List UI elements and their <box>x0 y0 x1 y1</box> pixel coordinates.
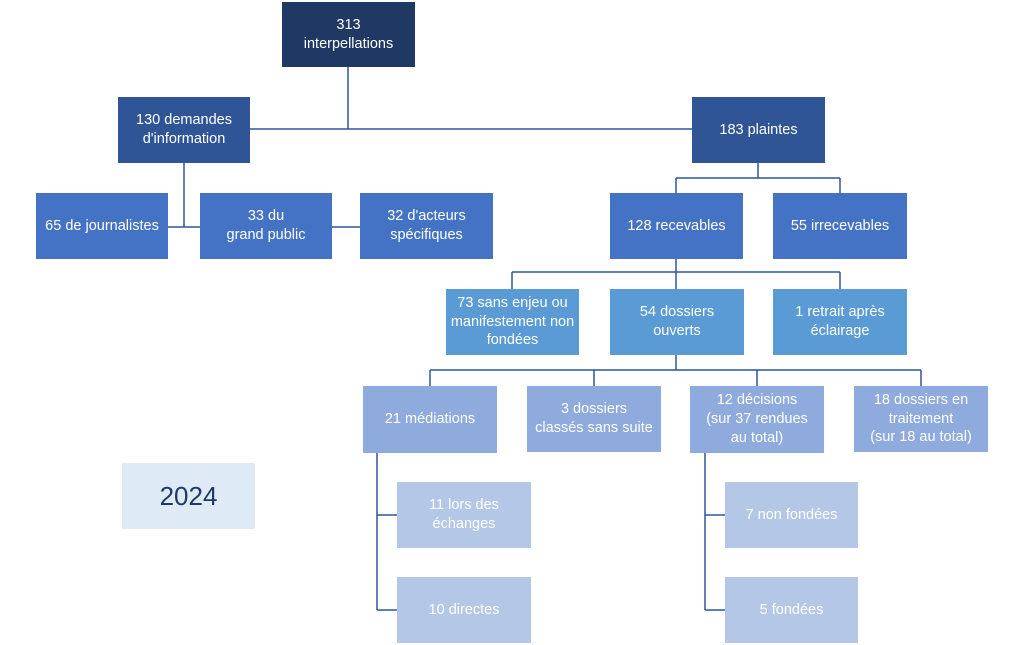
node-en-traitement: 18 dossiers en traitement (sur 18 au tot… <box>854 386 988 452</box>
node-dossiers-ouverts: 54 dossiers ouverts <box>610 289 744 355</box>
node-mediations: 21 médiations <box>363 386 497 453</box>
node-plaintes: 183 plaintes <box>692 97 825 163</box>
node-acteurs-specifiques: 32 d'acteurs spécifiques <box>360 193 493 259</box>
node-irrecevables: 55 irrecevables <box>773 193 907 259</box>
node-interpellations: 313 interpellations <box>282 2 415 67</box>
node-sans-enjeu: 73 sans enjeu ou manifestement non fondé… <box>446 289 579 355</box>
node-directes: 10 directes <box>397 577 531 643</box>
node-demandes-information: 130 demandes d'information <box>118 97 250 163</box>
year-label: 2024 <box>122 463 255 529</box>
node-fondees: 5 fondées <box>725 577 858 643</box>
node-recevables: 128 recevables <box>610 193 743 259</box>
node-grand-public: 33 du grand public <box>200 193 332 259</box>
node-lors-des-echanges: 11 lors des échanges <box>397 482 531 548</box>
node-classes-sans-suite: 3 dossiers classés sans suite <box>527 386 661 452</box>
node-non-fondees: 7 non fondées <box>725 482 858 548</box>
node-decisions: 12 décisions (sur 37 rendues au total) <box>690 386 824 453</box>
node-journalistes: 65 de journalistes <box>36 193 168 259</box>
node-retrait: 1 retrait après éclairage <box>773 289 907 355</box>
